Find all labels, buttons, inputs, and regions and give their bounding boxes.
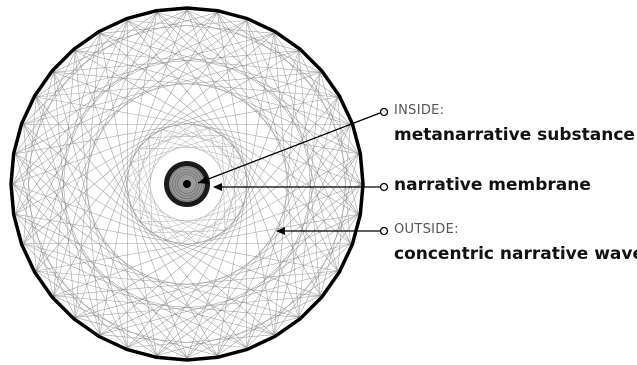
mesh-chord [217,154,358,356]
mesh-chord [36,13,157,97]
inside-title: metanarrative substance [394,125,635,145]
mesh-chord [217,13,338,97]
mesh-chord [274,33,299,317]
metanarrative-center-dot [183,180,191,188]
mesh-chord [36,271,157,355]
mesh-chord [274,214,358,335]
membrane-callout-marker [381,184,388,191]
narrative-membrane-core [164,161,210,207]
inside-callout-marker [381,109,388,116]
outside-callout-marker [381,228,388,235]
mesh-chord [274,33,358,154]
mesh-chord [16,33,100,154]
inside-tag: INSIDE: [394,103,444,118]
mesh-chord [274,51,299,335]
mesh-chord [217,271,338,355]
membrane-arrowhead [213,183,222,191]
membrane-title: narrative membrane [394,175,591,195]
mesh-chord [16,214,100,335]
outside-title: concentric narrative waves [394,244,637,264]
outside-tag: OUTSIDE: [394,222,459,237]
inside-leader-line [198,113,380,183]
